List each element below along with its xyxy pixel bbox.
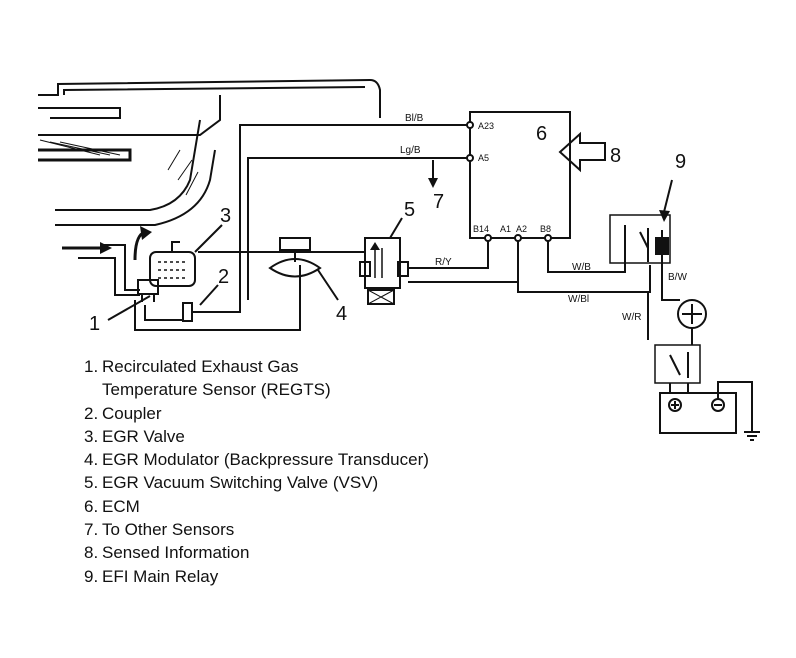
battery bbox=[659, 392, 737, 434]
callout-9: 9 bbox=[675, 151, 686, 173]
wire-label-lg-b: Lg/B bbox=[400, 145, 421, 156]
legend-item-continued: Temperature Sensor (REGTS) bbox=[102, 380, 331, 400]
ecm-pin-a5: A5 bbox=[478, 153, 489, 163]
wire-label-w-b: W/B bbox=[572, 262, 591, 273]
legend-item: 8.Sensed Information bbox=[84, 543, 250, 563]
efi-main-relay bbox=[609, 214, 671, 264]
ground-symbol bbox=[744, 431, 760, 441]
ecm-pin-a1: A1 bbox=[500, 224, 511, 234]
legend-item: 1.Recirculated Exhaust Gas bbox=[84, 357, 299, 376]
sensed-information-arrow bbox=[558, 131, 606, 173]
callout-5: 5 bbox=[404, 199, 415, 221]
egr-modulator bbox=[268, 237, 322, 278]
wire-label-w-bl: W/Bl bbox=[568, 294, 589, 305]
component-legend: 1.Recirculated Exhaust Gas Temperature S… bbox=[84, 355, 429, 588]
wire-label-w-r: W/R bbox=[622, 312, 641, 323]
legend-item: 6.ECM bbox=[84, 496, 140, 516]
egr-vsv bbox=[359, 237, 409, 305]
callout-2: 2 bbox=[218, 266, 229, 288]
callout-3: 3 bbox=[220, 205, 231, 227]
ecm-pin-b8: B8 bbox=[540, 224, 551, 234]
callout-6: 6 bbox=[536, 123, 547, 145]
legend-item: 2.Coupler bbox=[84, 403, 162, 423]
egr-valve bbox=[149, 241, 196, 287]
exhaust-manifold bbox=[55, 119, 216, 296]
coupler bbox=[182, 302, 193, 322]
wire-label-r-y: R/Y bbox=[435, 257, 452, 268]
wire-label-bl-b: Bl/B bbox=[405, 113, 424, 124]
ecm-pin-a2: A2 bbox=[516, 224, 527, 234]
legend-item: 3.EGR Valve bbox=[84, 426, 185, 446]
legend-item: 5.EGR Vacuum Switching Valve (VSV) bbox=[84, 473, 379, 493]
callout-4: 4 bbox=[336, 303, 347, 325]
callout-1: 1 bbox=[89, 313, 100, 335]
callout-8: 8 bbox=[610, 145, 621, 167]
legend-item: 7.To Other Sensors bbox=[84, 520, 235, 540]
ecm-pin-b14: B14 bbox=[473, 224, 489, 234]
fusible-link bbox=[654, 344, 701, 384]
legend-item: 9.EFI Main Relay bbox=[84, 566, 219, 586]
legend-item: 4.EGR Modulator (Backpressure Transducer… bbox=[84, 450, 429, 470]
intake-manifold bbox=[38, 78, 381, 162]
callout-7: 7 bbox=[433, 191, 444, 213]
regts-sensor bbox=[137, 279, 159, 302]
wire-label-b-w: B/W bbox=[668, 272, 687, 283]
ecm-pin-a23: A23 bbox=[478, 121, 494, 131]
